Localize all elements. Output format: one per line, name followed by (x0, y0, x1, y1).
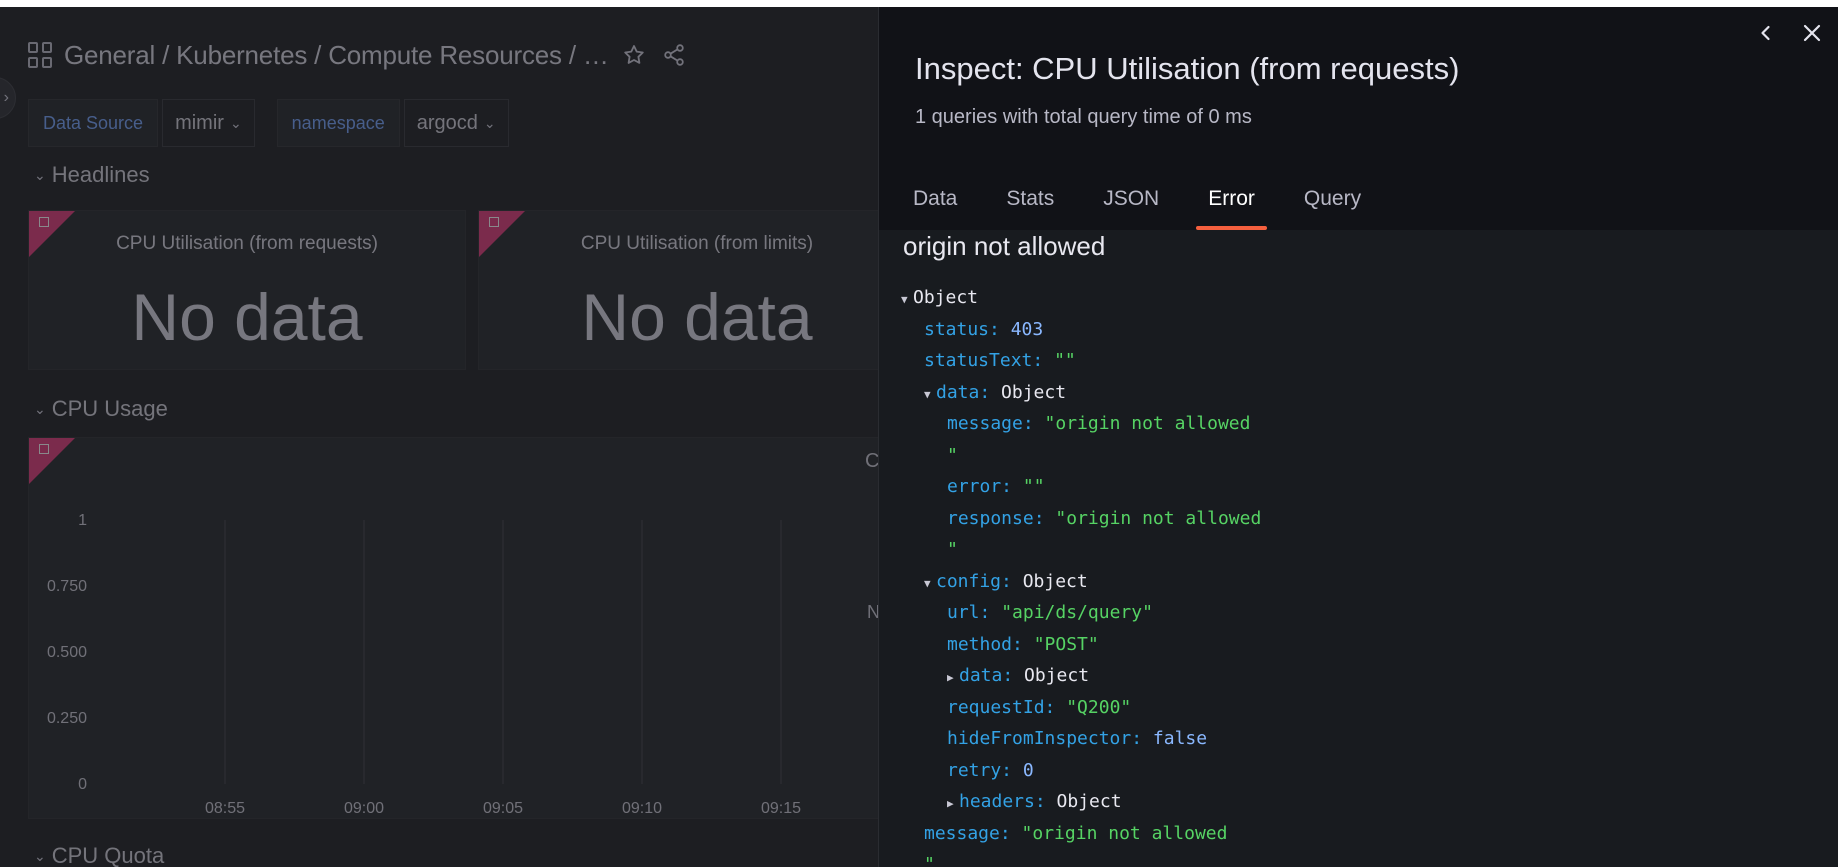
tree-row: url: "api/ds/query" (947, 602, 1153, 623)
row-title-text: CPU Quota (51, 843, 165, 867)
breadcrumb[interactable]: General / Kubernetes / Compute Resources… (64, 39, 609, 70)
tree-node-headers[interactable]: ▶headers: Object (901, 786, 1261, 818)
inspect-drawer: Inspect: CPU Utilisation (from requests)… (878, 7, 1838, 867)
cpu-usage-chart: 0 0.250 0.500 0.750 1 08:55 09:00 09:05 09:10 09:… (47, 512, 801, 817)
row-cpu-quota[interactable]: ⌄ CPU Quota (34, 843, 164, 867)
y-tick-label: 1 (78, 512, 87, 529)
x-tick-label: 09:05 (483, 800, 523, 817)
tree-row: response: "origin not allowed (947, 507, 1262, 529)
tree-row: error: "" (947, 476, 1045, 497)
tab-query[interactable]: Query (1303, 187, 1362, 210)
close-icon (1803, 24, 1821, 42)
tab-data[interactable]: Data (913, 187, 958, 210)
row-cpu-usage[interactable]: ⌄ CPU Usage (34, 396, 168, 422)
tree-row: status: 403 (924, 318, 1044, 340)
row-title-text: Headlines (51, 162, 150, 187)
tree-row: message: "origin not allowed (947, 413, 1251, 434)
y-tick-label: 0 (78, 776, 87, 793)
caret-down-icon: ▼ (901, 293, 908, 306)
error-object-tree: ▼Object status: 403 statusText: "" ▼data… (901, 282, 1261, 867)
tree-row: message: "origin not allowed (924, 822, 1228, 844)
tree-row: " (924, 854, 935, 867)
tab-json[interactable]: JSON (1103, 187, 1160, 210)
x-tick-label: 09:10 (622, 800, 662, 817)
inspect-tabs: Data Stats JSON Error Query (901, 187, 1398, 230)
row-headlines[interactable]: ⌄ Headlines (34, 162, 150, 188)
variable-label-datasource: Data Source (28, 99, 159, 147)
panel-value: No data (581, 280, 813, 354)
panel-title: CPU Utilisation (from requests) (116, 233, 378, 254)
panel-title: CPU Utilisation (from limits) (580, 233, 814, 254)
stat-panel-limits[interactable]: CPU Utilisation (from limits) No data (478, 210, 878, 370)
tree-row: retry: 0 (947, 759, 1034, 781)
chevron-down-icon: ⌄ (229, 114, 242, 131)
collapse-drawer-button[interactable] (1752, 19, 1780, 47)
chevron-down-icon: ⌄ (483, 114, 496, 131)
y-tick-label: 0.500 (47, 644, 87, 661)
y-tick-label: 0.750 (47, 578, 87, 595)
caret-down-icon: ▼ (924, 576, 931, 590)
tree-node-root[interactable]: ▼Object (901, 282, 1261, 314)
dashboard-background: › General / Kubernetes / Compute Resourc… (0, 7, 878, 867)
chevron-left-icon (1761, 25, 1770, 41)
tree-row: method: "POST" (947, 633, 1099, 655)
tree-node-data[interactable]: ▼data: Object (901, 377, 1261, 409)
panel-value: No data (131, 280, 363, 354)
tree-row: " (947, 539, 958, 560)
close-drawer-button[interactable] (1798, 19, 1826, 47)
namespace-select[interactable]: argocd ⌄ (403, 99, 509, 147)
share-icon[interactable] (659, 40, 689, 70)
tree-node-config[interactable]: ▼config: Object (901, 566, 1261, 598)
chevron-down-icon: ⌄ (34, 847, 46, 864)
x-tick-label: 08:55 (205, 800, 245, 817)
chevron-down-icon: ⌄ (34, 400, 46, 417)
caret-right-icon: ▶ (947, 797, 954, 810)
tab-error[interactable]: Error (1196, 187, 1267, 230)
drawer-controls (1752, 19, 1826, 47)
tree-row: requestId: "Q200" (947, 696, 1132, 718)
namespace-value: argocd (416, 111, 478, 134)
dashboards-grid-icon (28, 42, 54, 68)
stat-panel-requests[interactable]: CPU Utilisation (from requests) No data (28, 210, 466, 370)
variables-bar: Data Source mimir ⌄ namespace argocd ⌄ (28, 99, 509, 147)
row-title-text: CPU Usage (51, 396, 168, 421)
error-message-title: origin not allowed (903, 231, 1106, 261)
caret-down-icon: ▼ (924, 387, 931, 401)
datasource-select[interactable]: mimir ⌄ (162, 99, 255, 147)
star-icon[interactable] (619, 40, 649, 70)
tree-row: " (947, 444, 958, 466)
chevron-down-icon: ⌄ (34, 166, 46, 183)
dashboard-header: General / Kubernetes / Compute Resources… (28, 35, 689, 75)
x-tick-label: 09:00 (344, 800, 384, 817)
x-tick-label: 09:15 (761, 800, 801, 817)
tree-row: statusText: "" (924, 350, 1076, 371)
datasource-value: mimir (175, 111, 224, 134)
drawer-header: Inspect: CPU Utilisation (from requests)… (879, 7, 1838, 230)
y-tick-label: 0.250 (47, 710, 87, 727)
drawer-subtitle: 1 queries with total query time of 0 ms (915, 106, 1252, 128)
tree-row: hideFromInspector: false (947, 728, 1208, 749)
variable-label-namespace: namespace (276, 99, 400, 147)
drawer-title: Inspect: CPU Utilisation (from requests) (915, 51, 1460, 86)
caret-right-icon: ▶ (947, 671, 954, 684)
chevron-right-icon: › (3, 89, 9, 106)
tree-node-config-data[interactable]: ▶data: Object (901, 660, 1261, 692)
expand-sidebar-button[interactable]: › (0, 77, 16, 119)
tab-stats[interactable]: Stats (1006, 187, 1055, 210)
